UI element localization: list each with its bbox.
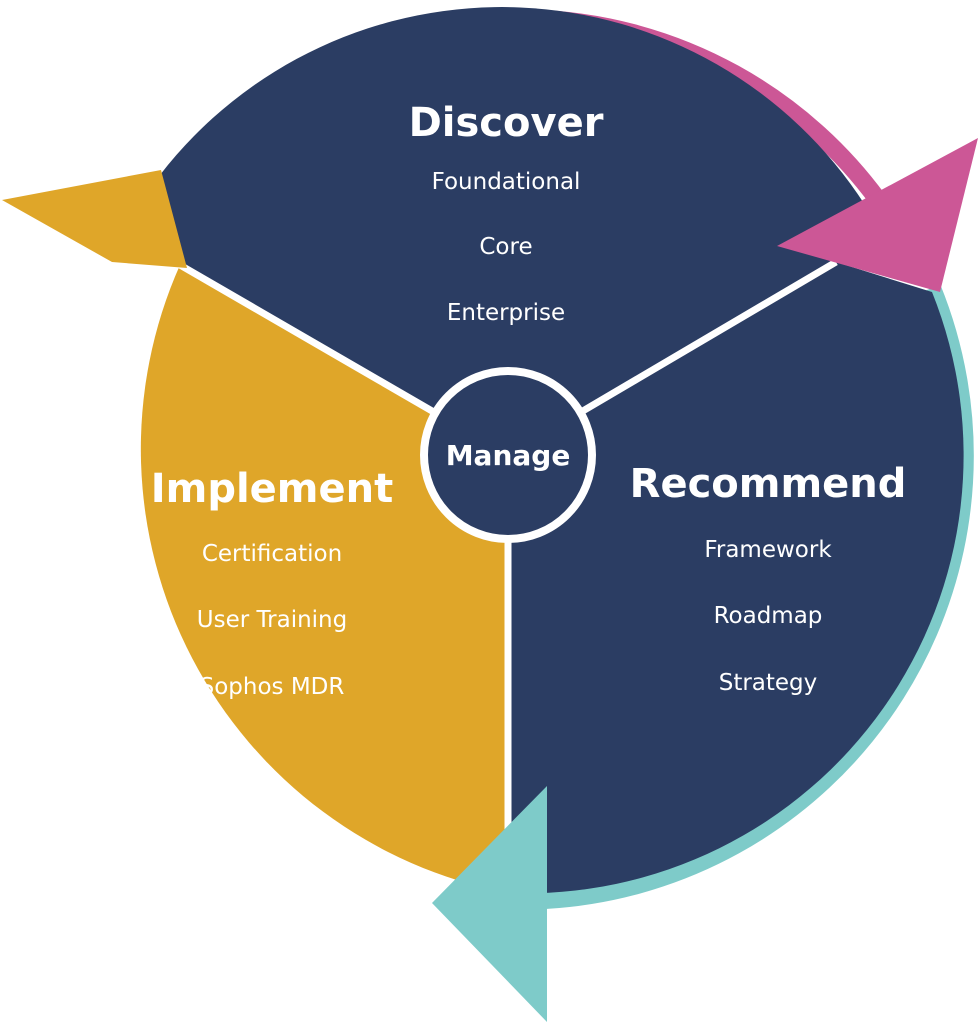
recommend-ring-arc xyxy=(544,284,974,909)
discover-title: Discover xyxy=(409,100,604,146)
discover-item: Core xyxy=(479,234,532,260)
recommend-sector xyxy=(508,262,964,894)
manage-label: Manage xyxy=(446,439,571,472)
implement-item: Certification xyxy=(202,541,342,567)
recommend-item: Strategy xyxy=(719,670,818,696)
implement-item: User Training xyxy=(197,607,348,633)
pink-arrowhead xyxy=(777,138,978,292)
discover-sector xyxy=(160,7,865,456)
discover-item: Enterprise xyxy=(447,300,565,326)
gold-arrowhead xyxy=(2,170,187,268)
implement-item: Sophos MDR xyxy=(200,674,345,700)
implement-title: Implement xyxy=(151,466,393,512)
teal-arrowhead xyxy=(432,786,547,1022)
manage-circle xyxy=(420,367,596,543)
recommend-item: Roadmap xyxy=(714,603,823,629)
recommend-title: Recommend xyxy=(630,461,907,507)
discover-item: Foundational xyxy=(432,169,581,195)
recommend-item: Framework xyxy=(704,537,832,563)
implement-sector xyxy=(140,265,508,893)
